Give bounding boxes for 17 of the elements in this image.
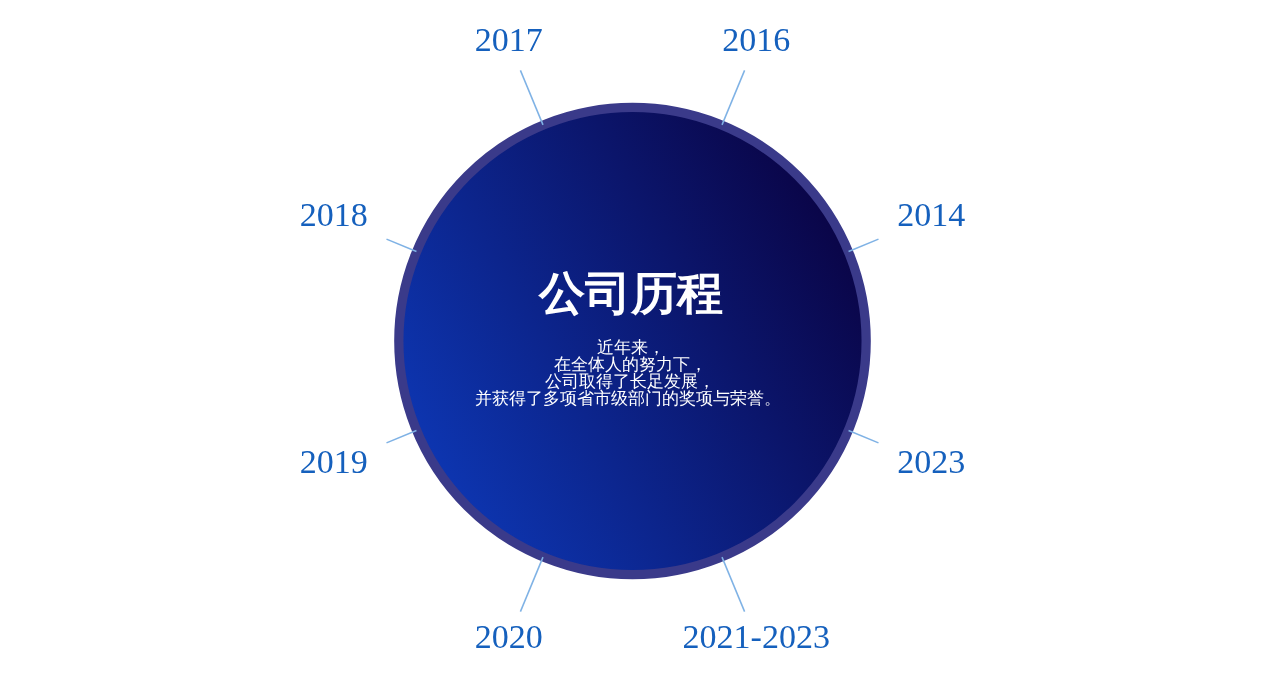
node-text: 2016 xyxy=(722,20,791,58)
connector xyxy=(721,556,746,613)
connector xyxy=(519,69,544,126)
connector xyxy=(385,429,418,444)
connector xyxy=(847,429,880,444)
node-text: 2020 xyxy=(474,618,543,656)
node-text: 2017 xyxy=(474,20,543,58)
node-text: 2014 xyxy=(897,195,966,233)
node-text: 2021-2023 xyxy=(682,618,830,656)
node-text: 2018 xyxy=(299,195,368,233)
connector xyxy=(519,556,544,613)
node-text: 2019 xyxy=(299,443,368,481)
node-text: 2023 xyxy=(897,443,966,481)
connector xyxy=(721,69,746,126)
node-circle: 公司历程 近年来，在全体人的努力下，公司取得了长足发展，并获得了多项省市级部门的奖项与荣誉。 xyxy=(394,102,871,580)
connector xyxy=(385,238,418,253)
connector xyxy=(847,238,880,253)
